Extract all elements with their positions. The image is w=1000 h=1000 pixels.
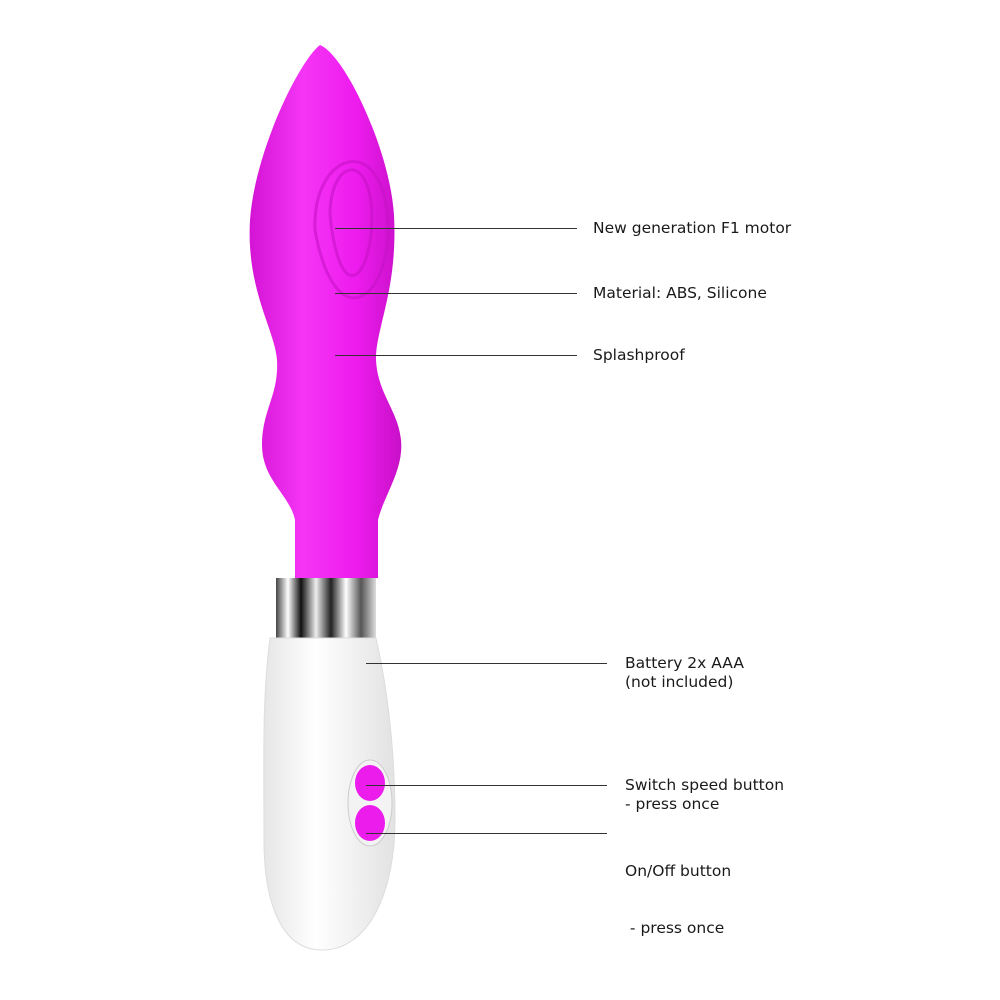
power-label-line2: - press once [625,919,725,937]
splash-leader-line [335,355,577,356]
battery-label-line2: (not included) [625,673,734,691]
motor-leader-line [335,228,577,229]
splash-label: Splashproof [593,346,685,364]
chrome-ring [276,578,376,638]
power-leader-line [366,833,607,834]
power-button [355,805,385,841]
white-handle [263,637,396,951]
material-leader-line [335,293,577,294]
battery-label: Battery 2x AAA (not included) [625,654,744,692]
speed-button [355,765,385,801]
material-label: Material: ABS, Silicone [593,284,767,302]
motor-label: New generation F1 motor [593,219,792,237]
power-label-line1: On/Off button [625,862,732,880]
power-label: On/Off button - press once [625,824,731,976]
texture-ridges [313,160,390,300]
speed-leader-line [366,785,607,786]
battery-leader-line [366,663,607,664]
battery-label-line1: Battery 2x AAA [625,654,744,672]
pink-shaft [249,45,402,578]
speed-label: Switch speed button - press once [625,776,784,814]
speed-label-line2: - press once [625,795,720,813]
speed-label-line1: Switch speed button [625,776,785,794]
